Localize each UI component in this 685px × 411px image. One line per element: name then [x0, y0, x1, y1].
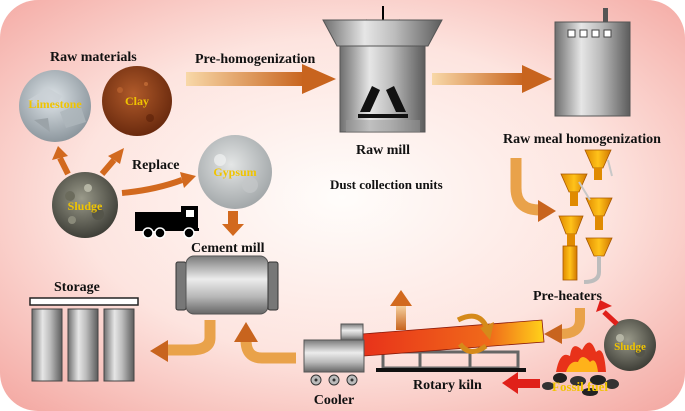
dust-collection-label: Dust collection units — [330, 177, 443, 192]
raw-mill — [322, 6, 443, 133]
pre-heaters-label: Pre-heaters — [533, 289, 602, 304]
replace-label: Replace — [132, 158, 179, 173]
raw-materials-label: Raw materials — [50, 50, 137, 65]
limestone-sample: Limestone — [19, 70, 91, 142]
raw-meal-homogenization-label: Raw meal homogenization — [503, 132, 661, 147]
limestone-label: Limestone — [28, 97, 82, 111]
sludge-to-clay-arrow — [99, 148, 124, 176]
raw-mill-label: Raw mill — [356, 143, 410, 158]
truck-icon — [135, 206, 199, 239]
clinker-cooler — [303, 323, 365, 386]
raw-mill-to-silo-arrow — [432, 65, 552, 93]
cement-mill — [175, 255, 279, 315]
rotary-kiln-label: Rotary kiln — [413, 378, 482, 393]
raw-meal-silo — [554, 8, 631, 117]
fossil-fuel-label: Fossil fuel — [552, 379, 608, 394]
cement-mill-label: Cement mill — [191, 241, 265, 256]
storage-silos — [29, 297, 139, 382]
sludge-to-limestone-arrow — [52, 146, 71, 176]
cement-mill-to-storage-arrow — [150, 320, 216, 362]
clay-sample: Clay — [102, 66, 172, 136]
clay-label: Clay — [125, 94, 149, 108]
gypsum-label: Gypsum — [213, 165, 256, 179]
sludge-label: Sludge — [68, 199, 103, 213]
fuel-to-kiln-arrow — [502, 372, 540, 394]
gypsum-sample: Gypsum — [198, 135, 272, 209]
kiln-exhaust-arrow — [390, 290, 412, 330]
gypsum-to-cement-mill-arrow — [222, 211, 244, 236]
fossil-fuel-flames — [542, 342, 619, 396]
silo-to-preheater-arrow — [510, 158, 556, 222]
sludge-fuel-sample: Sludge — [604, 319, 656, 371]
cooler-label: Cooler — [314, 393, 354, 408]
replace-arrow — [121, 172, 196, 196]
cooler-to-cement-mill-arrow — [234, 322, 296, 364]
sludge-fuel-label: Sludge — [614, 341, 646, 353]
storage-label: Storage — [54, 280, 100, 295]
pre-homogenization-arrow — [186, 64, 336, 94]
pre-homogenization-label: Pre-homogenization — [195, 52, 315, 67]
pre-heater-tower — [558, 149, 613, 284]
rotary-kiln — [361, 313, 545, 372]
sludge-fuel-to-preheater-arrow — [596, 300, 619, 326]
preheater-to-kiln-arrow — [544, 308, 585, 344]
sludge-sample: Sludge — [52, 172, 118, 238]
